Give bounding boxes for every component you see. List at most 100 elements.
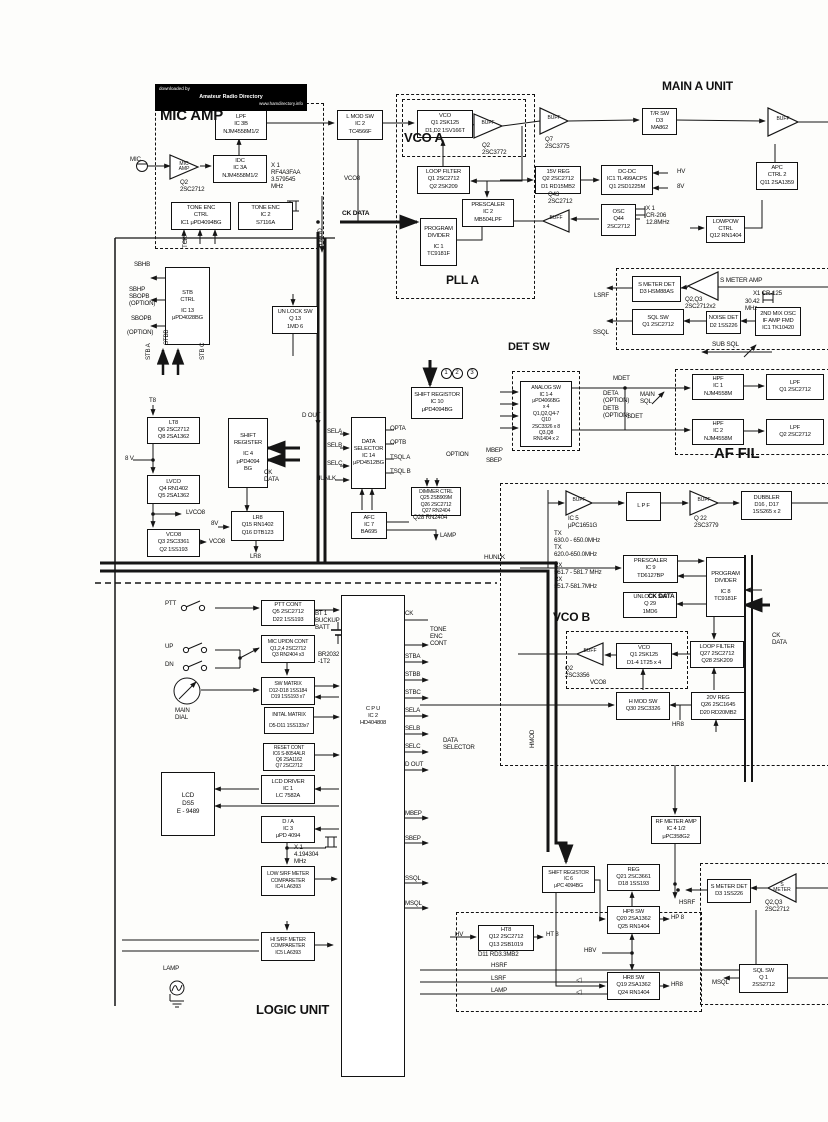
- wire-34: [743, 344, 757, 358]
- label-ckdata-a: CK DATA: [342, 210, 370, 217]
- wire-108: [239, 647, 260, 659]
- label-detb: DETB (OPTION): [603, 405, 630, 419]
- label-lamp-m: LAMP: [440, 532, 457, 539]
- title-af-fil: AF FIL: [714, 445, 760, 462]
- crystal-symbol: [634, 206, 646, 218]
- label-lvco8: LVCO8: [186, 509, 205, 516]
- label-hr8-vcob: HR8: [672, 721, 684, 728]
- label-ssql-a: SSQL: [593, 329, 609, 336]
- label-t8: T8: [149, 397, 156, 404]
- label-rx-f: RX 561.7 - 581.7 MHz RX 551.7-581.7MHz: [554, 562, 602, 590]
- wire-150: [593, 879, 606, 922]
- label-v8-lt8: 8 V: [125, 455, 134, 462]
- buff-q7-tri: [539, 107, 570, 135]
- wire-26: [743, 200, 763, 229]
- mic-amp-tri: [169, 154, 200, 180]
- label-stbb: STBB: [405, 671, 421, 678]
- wire-8: [674, 118, 766, 124]
- title-vco-b: VCO B: [553, 610, 591, 624]
- switch-symbol: [180, 600, 206, 612]
- label-q43-lbl: Q43 2SC2712: [548, 191, 573, 205]
- label-q7-lbl: Q7 2SC3775: [545, 136, 570, 150]
- wire-11: [470, 126, 523, 184]
- title-det-sw: DET SW: [508, 341, 550, 353]
- label-d-out: D OUT: [405, 761, 424, 768]
- label-sbopb: SBOPB: [131, 315, 152, 322]
- label-stbc-v: STB C: [199, 342, 206, 360]
- title-mic-amp: MIC AMP: [160, 107, 224, 124]
- smeter-b-tri: [766, 873, 797, 903]
- smeter-b-tri-label: S METER: [773, 882, 791, 894]
- label-ptt: PTT: [165, 600, 177, 607]
- crystal-symbol: [325, 836, 337, 848]
- label-dn: DN: [165, 661, 174, 668]
- buff-ic5-tri: [565, 490, 594, 516]
- label-main-dial: MAIN DIAL: [175, 707, 190, 721]
- label-v8-lr8: 8V: [211, 520, 219, 527]
- label-x1-cr125: X1 CR-125: [753, 290, 782, 297]
- label-ic5-lbl: IC 5 μPC1651G: [568, 515, 598, 529]
- junction-dot-9: [554, 561, 558, 565]
- pin-number-1: 1: [440, 367, 452, 379]
- label-option-m: OPTION: [446, 451, 469, 458]
- label-ssql: SSQL: [405, 875, 421, 882]
- region-ht8: [456, 912, 702, 1012]
- buff-tr-tri: [767, 107, 800, 137]
- label-tone-enc-cont: TONE ENC CONT: [430, 626, 447, 647]
- buff-q7-tri-label: BUFF: [547, 115, 561, 121]
- title-vco-a: VCO A: [404, 130, 444, 145]
- wire-70: [387, 529, 439, 541]
- label-sela-m: SELA: [327, 428, 343, 435]
- buff-ic5-tri-label: BUFF: [572, 497, 586, 503]
- label-up: UP: [165, 643, 174, 650]
- label-selb: SELB: [405, 725, 421, 732]
- switch-symbol: [182, 660, 208, 672]
- crystal-symbol: [762, 291, 774, 303]
- junction-dot-4: [151, 458, 155, 462]
- junction-dot-5: [151, 512, 155, 516]
- region-rf-b: [500, 483, 828, 766]
- pin-number-3: 3: [466, 367, 478, 379]
- buff-vcoa-tri: [473, 113, 504, 139]
- wire-7: [567, 117, 640, 123]
- label-q2-3356: Q2 2SC3356: [565, 665, 590, 679]
- buff-q22-tri: [689, 490, 720, 516]
- label-q23-b: Q2,Q3 2SC2712: [765, 899, 790, 913]
- wire-143: [100, 561, 574, 865]
- label-d11-rd: D11 RD3.3MB2: [478, 951, 519, 958]
- label-selc-m: SELC: [327, 460, 343, 467]
- buff-q22-tri-label: BUFF: [697, 497, 711, 503]
- label-deta: DETA (OPTION): [603, 390, 630, 404]
- title-logic-unit: LOGIC UNIT: [256, 1002, 330, 1017]
- title-main-a-unit: MAIN A UNIT: [662, 79, 733, 93]
- label-sbep: SBEP: [405, 835, 421, 842]
- label-data-sel-lbl: DATA SELECTOR: [443, 737, 475, 751]
- label-ck-cpu: CK: [405, 610, 414, 617]
- mic-symbol: [136, 160, 148, 172]
